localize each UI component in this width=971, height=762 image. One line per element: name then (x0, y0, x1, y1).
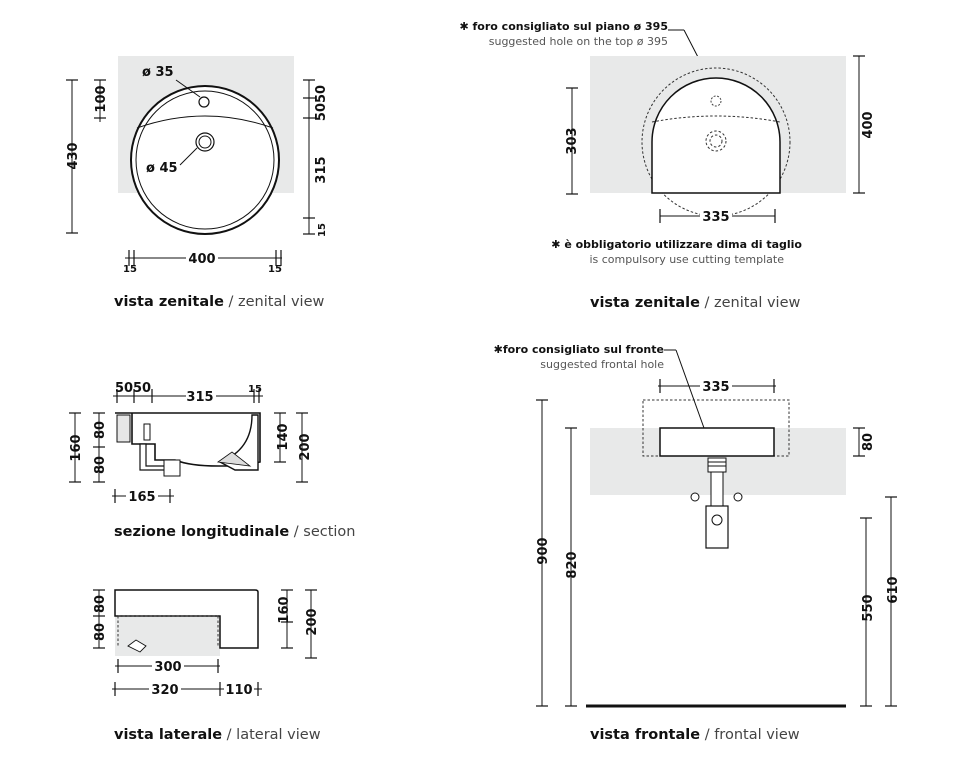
caption-frontal: vista frontale / frontal view (590, 727, 800, 743)
basin-outline (130, 85, 280, 235)
dim-315-section: 315 (186, 390, 213, 405)
dim-303: 303 (565, 127, 580, 154)
dim-400: 400 (188, 252, 215, 267)
dim-550-front: 550 (861, 594, 876, 621)
dim-430: 430 (66, 142, 81, 169)
dim-80-section-a: 80 (93, 421, 108, 439)
caption-section: sezione longitudinale / section (114, 524, 356, 540)
basin-deck-line (136, 115, 274, 129)
dim-5050: 5050 (314, 85, 329, 121)
label-hole-35: ø 35 (142, 65, 174, 80)
dim-110-lateral: 110 (225, 683, 252, 698)
dim-80-front: 80 (861, 433, 876, 451)
basin-front (659, 427, 775, 457)
dim-15-section: 15 (248, 384, 262, 395)
dim-165-section: 165 (128, 490, 155, 505)
lateral-view: 80 80 160 200 300 320 110 vista laterale… (93, 589, 321, 743)
note-top-hole-en: suggested hole on the top ø 395 (489, 35, 668, 48)
basin-lateral (114, 589, 259, 649)
dim-15-right: 15 (317, 223, 328, 237)
dim-610-front: 610 (886, 576, 901, 603)
frontal-view: ✱foro consigliato sul fronte suggested f… (494, 343, 901, 743)
dim-200-section: 200 (298, 433, 313, 460)
caption-zenital-right: vista zenitale / zenital view (590, 295, 800, 311)
dim-820-front: 820 (565, 551, 580, 578)
dim-335-top: 335 (702, 210, 729, 225)
note-template-en: is compulsory use cutting template (589, 253, 784, 266)
dim-315: 315 (314, 156, 329, 183)
dim-900-front: 900 (536, 537, 551, 564)
note-template: ✱ è obbligatorio utilizzare dima di tagl… (551, 238, 802, 251)
caption-zenital-left: vista zenitale / zenital view (114, 294, 324, 310)
dim-200-lateral: 200 (305, 608, 320, 635)
siphon-top (707, 457, 727, 473)
dim-100: 100 (94, 85, 109, 112)
countertop-lateral (115, 616, 220, 656)
zenital-view-left: ø 35 ø 45 430 100 5050 315 15 400 15 15 … (66, 56, 329, 310)
label-hole-45: ø 45 (146, 161, 178, 176)
drain-inner (198, 135, 212, 149)
dim-15-bottom-left: 15 (123, 264, 137, 275)
note-top-hole: ✱ foro consigliato sul piano ø 395 (459, 20, 668, 33)
dim-160-lateral: 160 (277, 596, 292, 623)
dim-320-lateral: 320 (151, 683, 178, 698)
dim-50-a: 50 (115, 381, 133, 396)
basin-rim-inner (135, 90, 275, 230)
tap-hole (198, 96, 210, 108)
dim-300-lateral: 300 (154, 660, 181, 675)
zenital-view-right: ✱ foro consigliato sul piano ø 395 sugge… (459, 20, 876, 311)
dim-15-bottom-right: 15 (268, 264, 282, 275)
caption-lateral: vista laterale / lateral view (114, 727, 321, 743)
note-front-hole-en: suggested frontal hole (540, 358, 664, 371)
dim-80-lateral-b: 80 (93, 623, 108, 641)
dim-50-b: 50 (133, 381, 151, 396)
siphon-body (705, 505, 729, 549)
dim-400-right: 400 (861, 111, 876, 138)
dim-80-lateral-a: 80 (93, 595, 108, 613)
dim-335-front: 335 (702, 380, 729, 395)
section-view: 50 50 315 15 160 80 80 140 200 165 (69, 381, 356, 540)
basin-outline-right (651, 77, 781, 194)
dim-140-section: 140 (276, 423, 291, 450)
note-front-hole: ✱foro consigliato sul fronte (494, 343, 664, 356)
cut-hole-dashed (641, 67, 791, 217)
dim-80-section-b: 80 (93, 456, 108, 474)
dim-160-section: 160 (69, 434, 84, 461)
